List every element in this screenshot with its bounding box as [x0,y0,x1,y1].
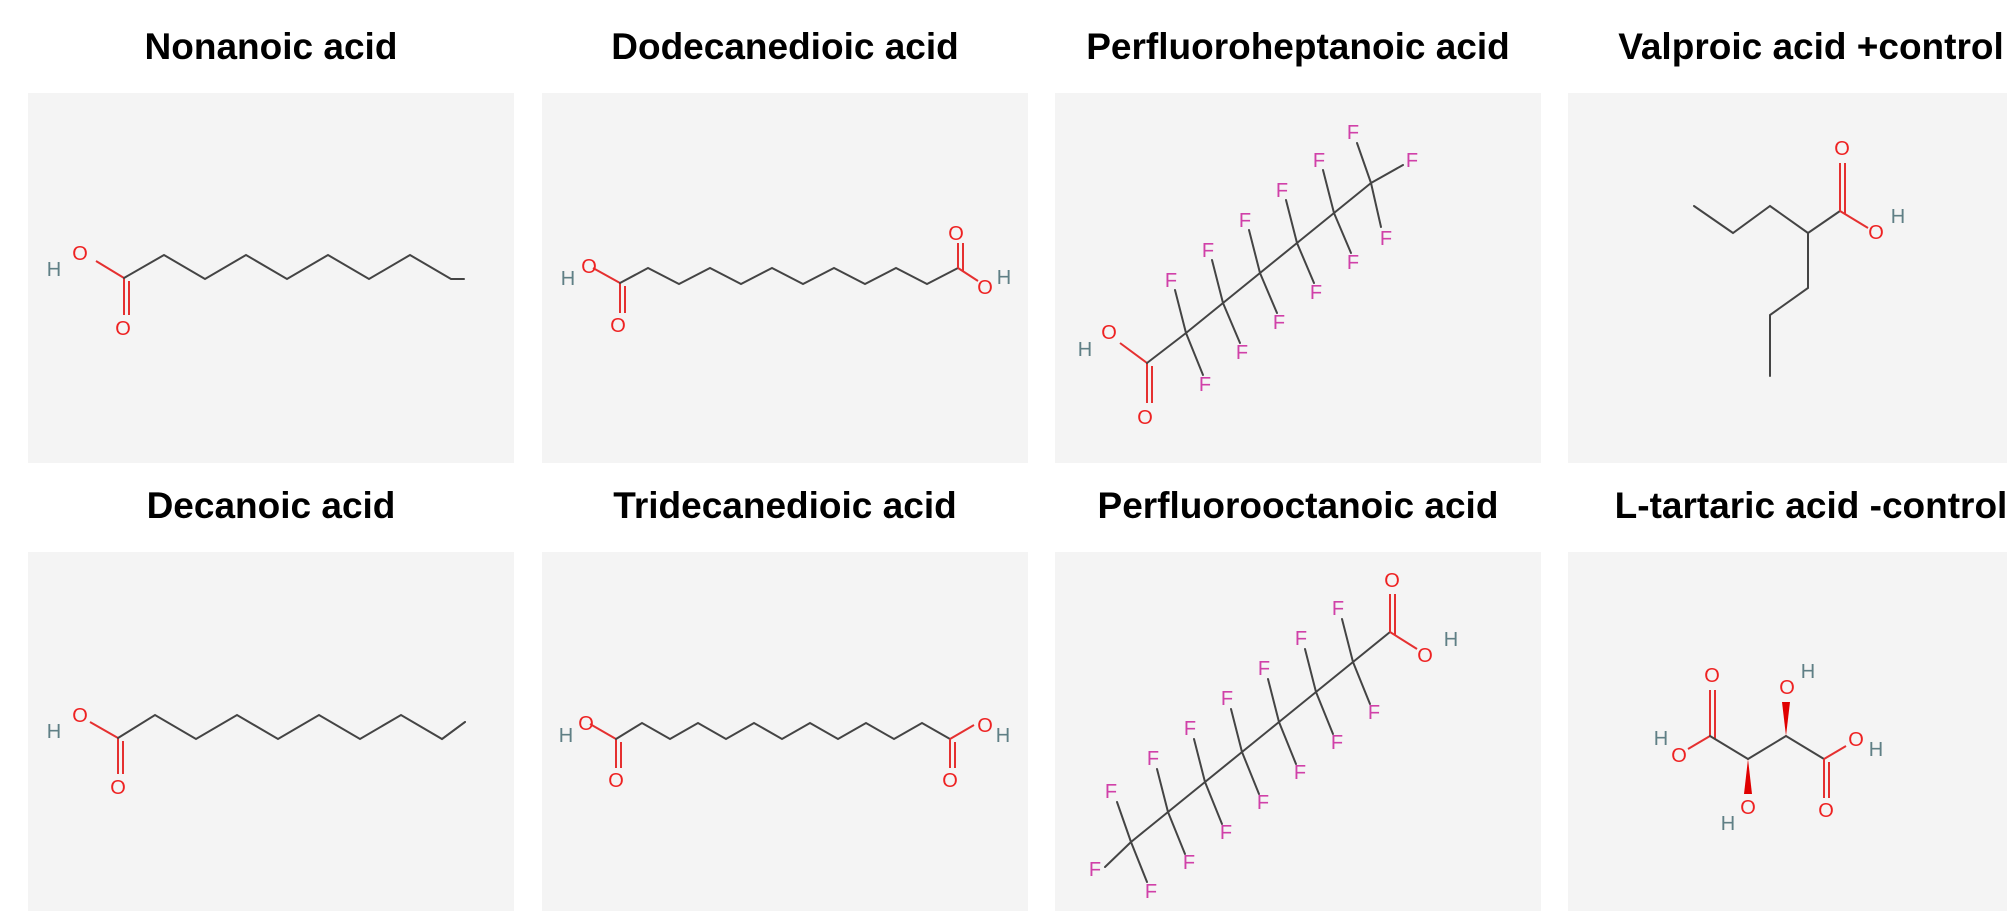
atom-o: O [948,223,964,245]
atom-o: O [1834,138,1850,160]
structure-panel-decanoic-acid: H O O [28,552,514,911]
atom-o: O [1818,800,1834,822]
atom-f: F [1165,270,1177,292]
atom-f: F [1347,122,1359,144]
title-nonanoic-acid: Nonanoic acid [144,26,398,67]
atom-f: F [1294,762,1306,784]
title-l-tartaric-acid: L-tartaric acid -control [1614,485,2007,526]
title-decanoic-acid: Decanoic acid [146,485,396,526]
structure-perfluoroheptanoic-acid: H O O F F F F F F F F F F F F F [1078,122,1418,429]
atom-f: F [1273,312,1285,334]
atom-h: H [47,721,61,743]
atom-f: F [1202,240,1214,262]
atom-h: H [559,725,573,747]
title-perfluoroheptanoic-acid: Perfluoroheptanoic acid [1086,26,1510,67]
atom-f: F [1184,718,1196,740]
atom-o: O [1101,322,1117,344]
structure-perfluorooctanoic-acid: O O H F F F F F F F F F F F F F F F [1089,570,1458,903]
atom-o: O [1848,729,1864,751]
atom-o: O [1671,745,1687,767]
title-valproic-acid: Valproic acid +control [1618,26,2004,67]
structure-panel-l-tartaric-acid: H O O O H O H O O H [1568,552,2007,911]
atom-o: O [578,713,594,735]
structure-valproic-acid: O O H [1693,138,1905,377]
atom-h: H [47,259,61,281]
structure-decanoic-acid: H O O [47,705,466,799]
atom-f: F [1406,150,1418,172]
atom-f: F [1145,881,1157,903]
atom-o: O [1868,222,1884,244]
atom-o: O [1704,665,1720,687]
atom-h: H [1801,661,1815,683]
atom-f: F [1347,252,1359,274]
atom-f: F [1147,748,1159,770]
atom-h: H [997,267,1011,289]
atom-o: O [977,715,993,737]
atom-f: F [1199,374,1211,396]
atom-f: F [1295,628,1307,650]
title-perfluorooctanoic-acid: Perfluorooctanoic acid [1097,485,1499,526]
atom-f: F [1368,702,1380,724]
atom-f: F [1313,150,1325,172]
structure-panel-perfluorooctanoic-acid: O O H F F F F F F F F F F F F F F F [1055,552,1541,911]
atom-o: O [610,315,626,337]
title-dodecanedioic-acid: Dodecanedioic acid [611,26,959,67]
atom-f: F [1380,228,1392,250]
stereo-wedge [1782,702,1790,736]
structure-panel-dodecanedioic-acid: H O O O O H [542,93,1028,463]
atom-h: H [1078,339,1092,361]
atom-o: O [581,256,597,278]
atom-o: O [1740,797,1756,819]
atom-h: H [1444,629,1458,651]
atom-f: F [1332,598,1344,620]
atom-o: O [1384,570,1400,592]
atom-f: F [1089,859,1101,881]
atom-f: F [1221,688,1233,710]
atom-f: F [1183,852,1195,874]
atom-o: O [72,705,88,727]
atom-o: O [1417,645,1433,667]
atom-o: O [942,770,958,792]
atom-o: O [115,318,131,340]
atom-f: F [1220,822,1232,844]
atom-f: F [1236,342,1248,364]
atom-f: F [1310,282,1322,304]
atom-o: O [72,243,88,265]
structure-nonanoic-acid: H O O [47,243,465,340]
structure-panel-valproic-acid: O O H [1568,93,2007,463]
atom-o: O [608,770,624,792]
atom-f: F [1105,781,1117,803]
atom-f: F [1239,210,1251,232]
structure-tridecanedioic-acid: H O O O O H [559,713,1010,792]
stereo-wedge [1744,759,1752,794]
atom-o: O [110,777,126,799]
structure-panel-nonanoic-acid: H O O [28,93,514,463]
atom-f: F [1258,658,1270,680]
atom-h: H [1891,206,1905,228]
atom-h: H [1654,728,1668,750]
atom-f: F [1331,732,1343,754]
structure-l-tartaric-acid: H O O O H O H O O H [1654,661,1883,835]
atom-o: O [1779,677,1795,699]
structure-dodecanedioic-acid: H O O O O H [561,223,1011,337]
atom-h: H [1869,739,1883,761]
atom-h: H [561,268,575,290]
atom-h: H [996,725,1010,747]
title-tridecanedioic-acid: Tridecanedioic acid [613,485,957,526]
structure-panel-tridecanedioic-acid: H O O O O H [542,552,1028,911]
atom-f: F [1257,792,1269,814]
atom-f: F [1276,180,1288,202]
atom-h: H [1721,813,1735,835]
atom-o: O [1137,407,1153,429]
structure-panel-perfluoroheptanoic-acid: H O O F F F F F F F F F F F F F [1055,93,1541,463]
atom-o: O [977,277,993,299]
